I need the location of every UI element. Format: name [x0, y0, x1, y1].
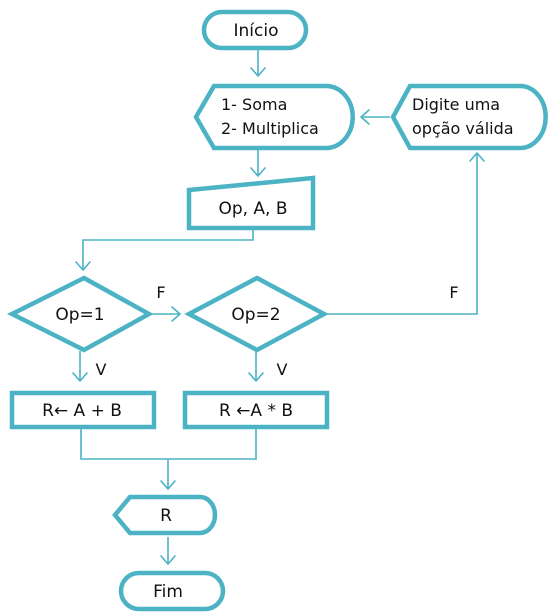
arrowhead-icon [72, 372, 88, 382]
start-node: Início [201, 9, 309, 51]
decision-op2-label: Op=2 [231, 305, 280, 325]
connectors [72, 50, 485, 565]
sum-label: R← A + B [42, 401, 122, 421]
dec1-true-label: V [96, 360, 107, 379]
edge-sum-merge [80, 428, 257, 460]
decision-op1-node: Op=1 [6, 275, 154, 353]
dec2-false-label: F [449, 283, 458, 302]
arrowhead-icon [248, 372, 264, 382]
arrowhead-icon [250, 67, 266, 77]
arrowhead-icon [250, 167, 266, 177]
arrowhead-icon [75, 261, 91, 271]
invalid-line-1: Digite uma [412, 95, 500, 114]
start-label: Início [234, 21, 279, 41]
end-label: Fim [153, 582, 183, 602]
invalid-line-2: opção válida [412, 119, 514, 138]
input-node: Op, A, B [186, 175, 316, 231]
decision-op2-node: Op=2 [184, 275, 329, 353]
dec1-false-label: F [156, 283, 165, 302]
invalid-option-display-node: Digite uma opção válida [390, 83, 548, 151]
menu-line-2: 2- Multiplica [221, 119, 319, 138]
decision-op1-label: Op=1 [55, 305, 104, 325]
arrowhead-icon [171, 306, 181, 322]
sum-process-node: R← A + B [9, 390, 157, 430]
output-display-node: R [112, 494, 218, 536]
output-label: R [160, 506, 172, 526]
edge-dec2-invalid [323, 153, 478, 315]
edge-input-dec1 [82, 229, 254, 270]
multiply-process-node: R ←A * B [182, 390, 330, 430]
input-label: Op, A, B [218, 199, 287, 219]
arrowhead-icon [360, 109, 370, 125]
arrowhead-icon [160, 555, 176, 565]
arrowhead-icon [469, 152, 485, 162]
dec2-true-label: V [277, 360, 288, 379]
arrowhead-icon [160, 480, 176, 490]
multiply-label: R ←A * B [219, 401, 293, 421]
end-node: Fim [118, 570, 226, 612]
menu-display-node: 1- Soma 2- Multiplica [193, 83, 355, 151]
menu-line-1: 1- Soma [221, 95, 287, 114]
